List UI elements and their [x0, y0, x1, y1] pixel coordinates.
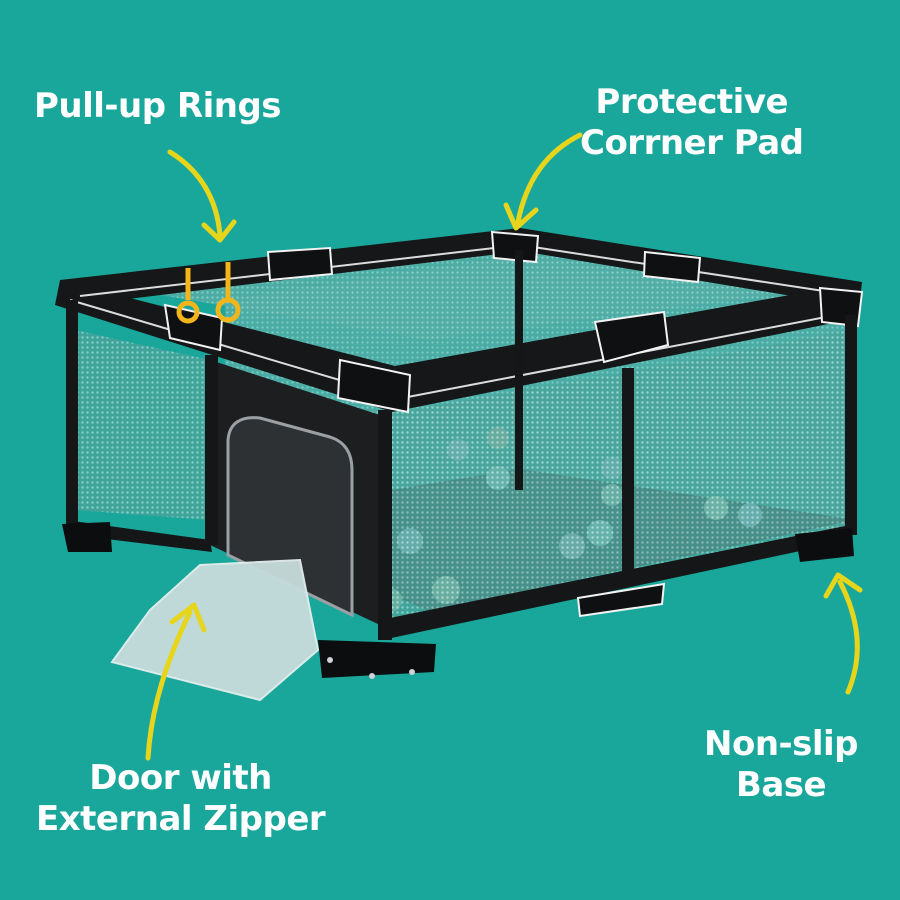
callout-door: Door with External Zipper	[36, 758, 326, 840]
arrow-corner	[515, 132, 583, 225]
right-side-mesh	[630, 330, 850, 570]
non-slip-feet	[62, 522, 854, 678]
left-side-mesh	[75, 330, 210, 520]
callout-pull-up-rings: Pull-up Rings	[34, 86, 282, 127]
callout-non-slip-base: Non-slip Base	[704, 724, 859, 806]
arrow-base	[837, 579, 860, 695]
front-right-mesh	[380, 372, 630, 625]
callout-corner-pad: Protective Corrner Pad	[580, 82, 804, 164]
pull-up-rings	[176, 262, 241, 324]
arrow-rings	[167, 149, 223, 238]
callout-line: Door with	[89, 758, 272, 798]
callout-line: Corrner Pad	[580, 123, 804, 163]
frame-posts	[66, 250, 857, 640]
corner-pads	[163, 230, 864, 414]
callout-line: Non-slip	[704, 724, 859, 764]
callout-line: Base	[735, 765, 827, 805]
callout-line: Pull-up Rings	[34, 86, 282, 126]
callout-line: Protective	[595, 82, 789, 122]
callout-line: External Zipper	[36, 799, 326, 839]
arrow-door	[145, 609, 193, 761]
door-flap	[110, 558, 320, 702]
